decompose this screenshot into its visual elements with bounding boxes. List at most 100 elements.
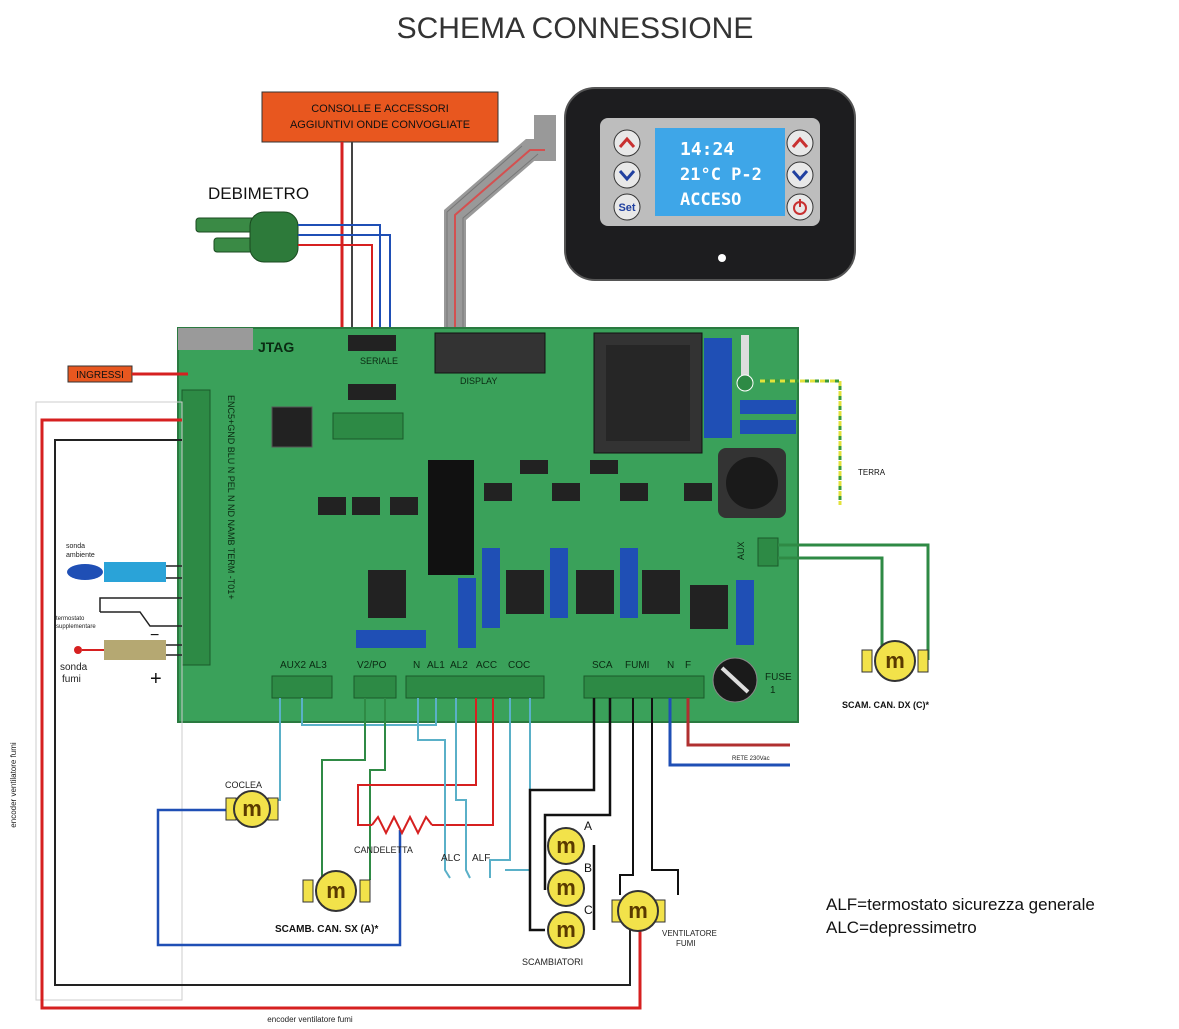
cn2-connector: [348, 384, 396, 400]
display-led: [718, 254, 726, 262]
encoder-left-label: encoder ventilatore fumi: [9, 742, 18, 828]
relay-block: [428, 460, 474, 575]
sonda-ambiente-label-2: ambiente: [66, 552, 95, 559]
scambiatori-label: SCAMBIATORI: [522, 957, 583, 967]
terra-label: TERRA: [858, 468, 886, 477]
debimetro-wire-2: [298, 234, 391, 360]
terminal-block-aux: [271, 675, 333, 699]
candeletta-wire-2: [432, 698, 494, 826]
scamb-dx-label: SCAM. CAN. DX (C)*: [842, 700, 929, 710]
up-button-left[interactable]: [613, 129, 641, 157]
terminal-block-v2po: [353, 675, 397, 699]
encoder-red-wire: [40, 418, 642, 1010]
terminal-al1: AL1: [427, 660, 445, 671]
alc-wire: [417, 698, 451, 879]
rete-wire-blue: [668, 698, 790, 767]
minus-sign: −: [150, 627, 159, 644]
sonda-fumi-label-1: sonda: [60, 662, 88, 673]
microcontroller-chip: [271, 406, 313, 448]
ventilatore-label-2: FUMI: [676, 939, 696, 948]
encoder-outline: [35, 401, 183, 1001]
consolle-label-line1: CONSOLLE E ACCESSORI: [311, 103, 449, 115]
sonda-ambiente-body: [104, 562, 166, 582]
terminal-n: N: [413, 660, 420, 671]
scamb-dx-motor-symbol: m: [885, 648, 905, 673]
termostato-wire: [99, 597, 182, 627]
aux-label: AUX: [736, 541, 746, 560]
legend-alc: ALC=depressimetro: [826, 918, 977, 937]
terminal-sca: SCA: [592, 660, 613, 671]
lcd-temperature: 21°C P-2: [680, 165, 762, 185]
scambiatore-b-symbol: m: [556, 875, 576, 900]
alf-label: ALF: [472, 853, 490, 864]
coclea-label: COCLEA: [225, 780, 262, 790]
terminal-f: F: [685, 660, 691, 671]
vertical-terminal-labels: ENC5+GND BLU N PEL N ND NAMB TERM -T01+: [226, 395, 236, 600]
fumi-wire-2: [651, 698, 679, 895]
chevron-up-icon: [618, 136, 636, 148]
capacitor-blue: [704, 338, 732, 438]
cn20-connector: [332, 412, 404, 440]
scamb-dx-motor: m SCAM. CAN. DX (C)*: [842, 640, 929, 710]
aux-wire-2: [778, 556, 884, 660]
candeletta-wire-1: [357, 698, 477, 826]
debimetro-wire-1: [298, 224, 381, 360]
fuse-label: FUSE: [765, 672, 792, 683]
terminal-pe: [736, 374, 754, 392]
up-button-right[interactable]: [786, 129, 814, 157]
encoder-bottom-label: encoder ventilatore fumi: [267, 1015, 353, 1024]
coclea-motor-symbol: m: [242, 796, 262, 821]
scambiatore-c-label: C: [584, 903, 593, 917]
terminal-v2po: V2/PO: [357, 660, 387, 671]
coclea-motor: COCLEA m: [225, 780, 279, 828]
down-button-left[interactable]: [613, 161, 641, 189]
coclea-wire-blue: [156, 808, 402, 947]
rete-wire-red: [686, 698, 790, 747]
sonda-ambiente-sensor: [67, 564, 103, 580]
terminal-aux2: AUX2: [280, 660, 307, 671]
consolle-accessori-box: CONSOLLE E ACCESSORI AGGIUNTIVI ONDE CON…: [261, 91, 499, 143]
down-button-right[interactable]: [786, 161, 814, 189]
sca-wire-1: [528, 698, 596, 932]
rete-label: RETE 230Vac: [732, 756, 770, 762]
scamb-sx-motor-symbol: m: [326, 878, 346, 903]
alf-wire: [455, 698, 471, 879]
encoder-black-wire: [54, 439, 631, 986]
scamb-sx-label: SCAMB. CAN. SX (A)*: [275, 924, 378, 935]
terminal-fumi: FUMI: [625, 660, 649, 671]
sonda-fumi-tip: [74, 646, 82, 654]
scambiatore-a-symbol: m: [556, 833, 576, 858]
plus-sign: +: [150, 668, 162, 690]
display-connector-label: DISPLAY: [460, 376, 497, 386]
main-control-board: JTAG SERIALE DISPLAY: [177, 327, 799, 723]
alc-label: ALC: [441, 853, 460, 864]
sonda-ambiente-label-1: sonda: [66, 543, 85, 550]
sonda-fumi-body: [104, 640, 166, 660]
ventilatore-label-1: VENTILATORE: [662, 929, 717, 938]
aux-wire-1: [778, 543, 930, 660]
debimetro-sensor: DEBIMETRO: [195, 184, 309, 263]
terminal-acc: ACC: [476, 660, 497, 671]
scambiatore-b-label: B: [584, 861, 592, 875]
scambiatori-motors: m m m A B C SCAMBIATORI: [522, 819, 593, 967]
candeletta-label: CANDELETTA: [354, 845, 413, 855]
fuse-holder-top: [741, 335, 749, 385]
aux-connector: [757, 537, 779, 567]
set-button-label: Set: [618, 202, 635, 214]
seriale-label: SERIALE: [360, 356, 398, 366]
termostato-label-1: termostato: [56, 616, 85, 622]
sonda-fumi-label-2: fumi: [62, 674, 81, 685]
lcd-screen: [655, 128, 785, 216]
lcd-status: ACCESO: [680, 190, 741, 210]
candeletta-resistor: [371, 814, 433, 836]
set-button[interactable]: [613, 193, 641, 221]
inductor-coil: [726, 457, 778, 509]
fuse-number: 1: [770, 685, 776, 696]
terminal-al2: AL2: [450, 660, 468, 671]
scambiatore-c-symbol: m: [556, 917, 576, 942]
terminal-n2: N: [667, 660, 674, 671]
chevron-up-icon: [791, 136, 809, 148]
ventilatore-motor-symbol: m: [628, 898, 648, 923]
diagram-title: SCHEMA CONNESSIONE: [397, 12, 754, 45]
